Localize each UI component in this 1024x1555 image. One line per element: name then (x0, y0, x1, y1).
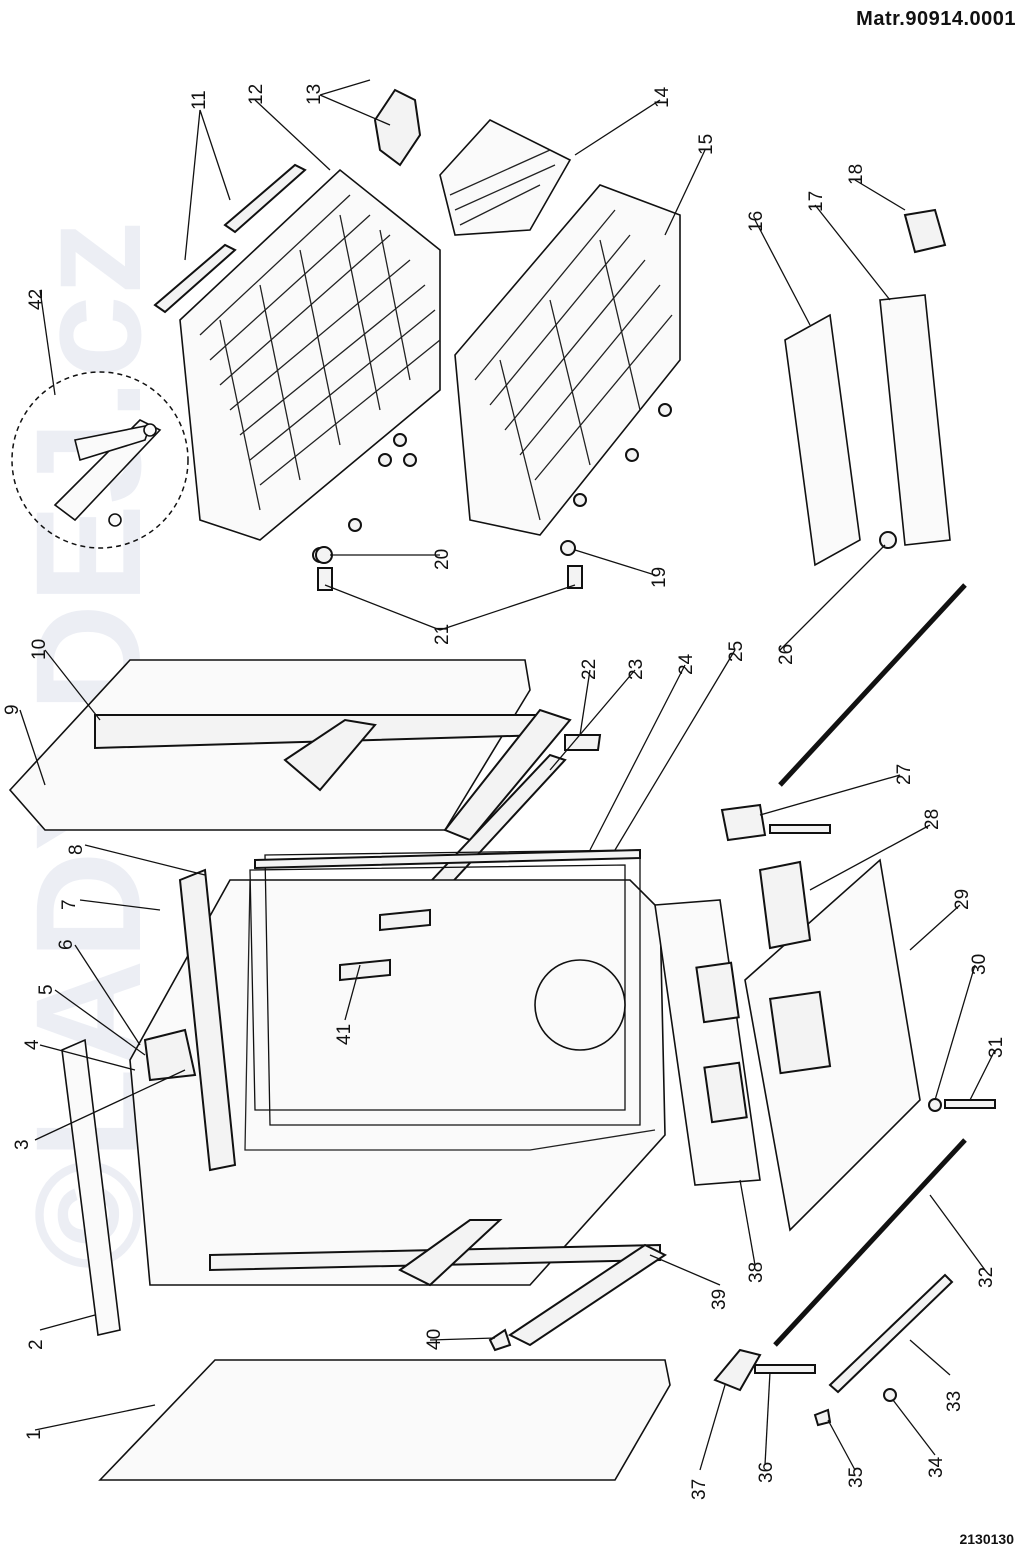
part-28 (758, 860, 812, 950)
part-40 (488, 1328, 512, 1352)
part-17 (879, 294, 951, 546)
handle-29 (768, 990, 832, 1075)
drawing-number: 2130130 (959, 1531, 1014, 1547)
part-22 (564, 734, 602, 751)
part-number-28: 28 (922, 809, 943, 830)
part-number-36: 36 (756, 1462, 777, 1483)
part-number-3: 3 (12, 1139, 33, 1150)
screw-36 (754, 1364, 816, 1374)
part-number-4: 4 (22, 1039, 43, 1050)
part-number-29: 29 (952, 889, 973, 910)
part-number-2: 2 (26, 1339, 47, 1350)
part-number-5: 5 (36, 984, 57, 995)
part-35 (813, 1408, 832, 1427)
part-number-33: 33 (944, 1391, 965, 1412)
part-number-8: 8 (66, 844, 87, 855)
part-number-40: 40 (424, 1329, 445, 1350)
part-number-15: 15 (696, 134, 717, 155)
axle-21a (317, 567, 333, 591)
top-panel (8, 659, 572, 842)
part-number-23: 23 (626, 659, 647, 680)
part-number-38: 38 (746, 1262, 767, 1283)
part-number-10: 10 (29, 639, 50, 660)
part-16 (784, 313, 861, 567)
part-number-11: 11 (189, 90, 210, 110)
part-number-26: 26 (776, 644, 797, 665)
part-number-30: 30 (969, 954, 990, 975)
hinge-27 (720, 803, 767, 842)
hinge-4 (143, 1028, 197, 1082)
part-number-18: 18 (846, 164, 867, 185)
door-panel-29 (744, 858, 921, 1232)
window-38a (695, 961, 740, 1024)
clip-13 (373, 88, 422, 167)
part-34 (883, 1388, 897, 1402)
roller-20 (315, 546, 333, 564)
part-number-7: 7 (59, 899, 80, 910)
part-number-21: 21 (432, 624, 453, 645)
part-number-9: 9 (2, 704, 23, 715)
part-18 (903, 208, 947, 254)
part-number-17: 17 (806, 191, 827, 212)
cutlery-basket-14 (439, 119, 572, 236)
part-number-35: 35 (846, 1467, 867, 1488)
part-number-27: 27 (894, 764, 915, 785)
side-strip-2 (61, 1038, 121, 1336)
part-number-39: 39 (709, 1289, 730, 1310)
screw-31 (944, 1099, 996, 1109)
part-30 (928, 1098, 942, 1112)
part-number-31: 31 (986, 1037, 1007, 1058)
part-number-32: 32 (976, 1267, 997, 1288)
bottom-frame-39 (508, 1243, 667, 1347)
part-number-labels: 1 2 3 4 5 6 7 8 9 10 11 12 13 14 15 16 1… (2, 84, 1007, 1500)
part-number-41: 41 (334, 1024, 355, 1045)
gasket-24 (254, 848, 641, 870)
part-number-19: 19 (649, 567, 670, 588)
part-26 (879, 531, 897, 549)
cutlery-racks-11 (153, 163, 307, 314)
part-number-34: 34 (926, 1456, 947, 1478)
inner-door-38 (654, 899, 761, 1186)
rod-33 (828, 1273, 954, 1394)
detail-42 (11, 371, 189, 549)
screw-27 (769, 824, 831, 834)
part-number-6: 6 (56, 939, 77, 950)
lower-basket (454, 184, 681, 556)
part-number-42: 42 (26, 289, 47, 310)
upper-basket (179, 168, 441, 563)
leader-lines (19, 79, 996, 1471)
part-number-1: 1 (24, 1429, 45, 1440)
part-number-13: 13 (304, 84, 325, 105)
part-number-12: 12 (246, 84, 267, 105)
part-number-20: 20 (432, 549, 453, 570)
seal-rod-upper (778, 583, 967, 787)
axle-21b (567, 565, 583, 589)
part-number-16: 16 (746, 211, 767, 232)
material-number: Matr.90914.0001 (856, 8, 1016, 30)
part-number-24: 24 (676, 653, 697, 675)
base-panel-1 (98, 1359, 671, 1481)
hinge-37 (713, 1348, 762, 1392)
seal-rod-32 (773, 1138, 967, 1347)
part-number-37: 37 (689, 1479, 710, 1500)
part-number-14: 14 (652, 86, 673, 108)
window-38b (703, 1061, 748, 1124)
tub (129, 849, 666, 1287)
part-number-22: 22 (579, 659, 600, 680)
part-number-25: 25 (726, 641, 747, 662)
